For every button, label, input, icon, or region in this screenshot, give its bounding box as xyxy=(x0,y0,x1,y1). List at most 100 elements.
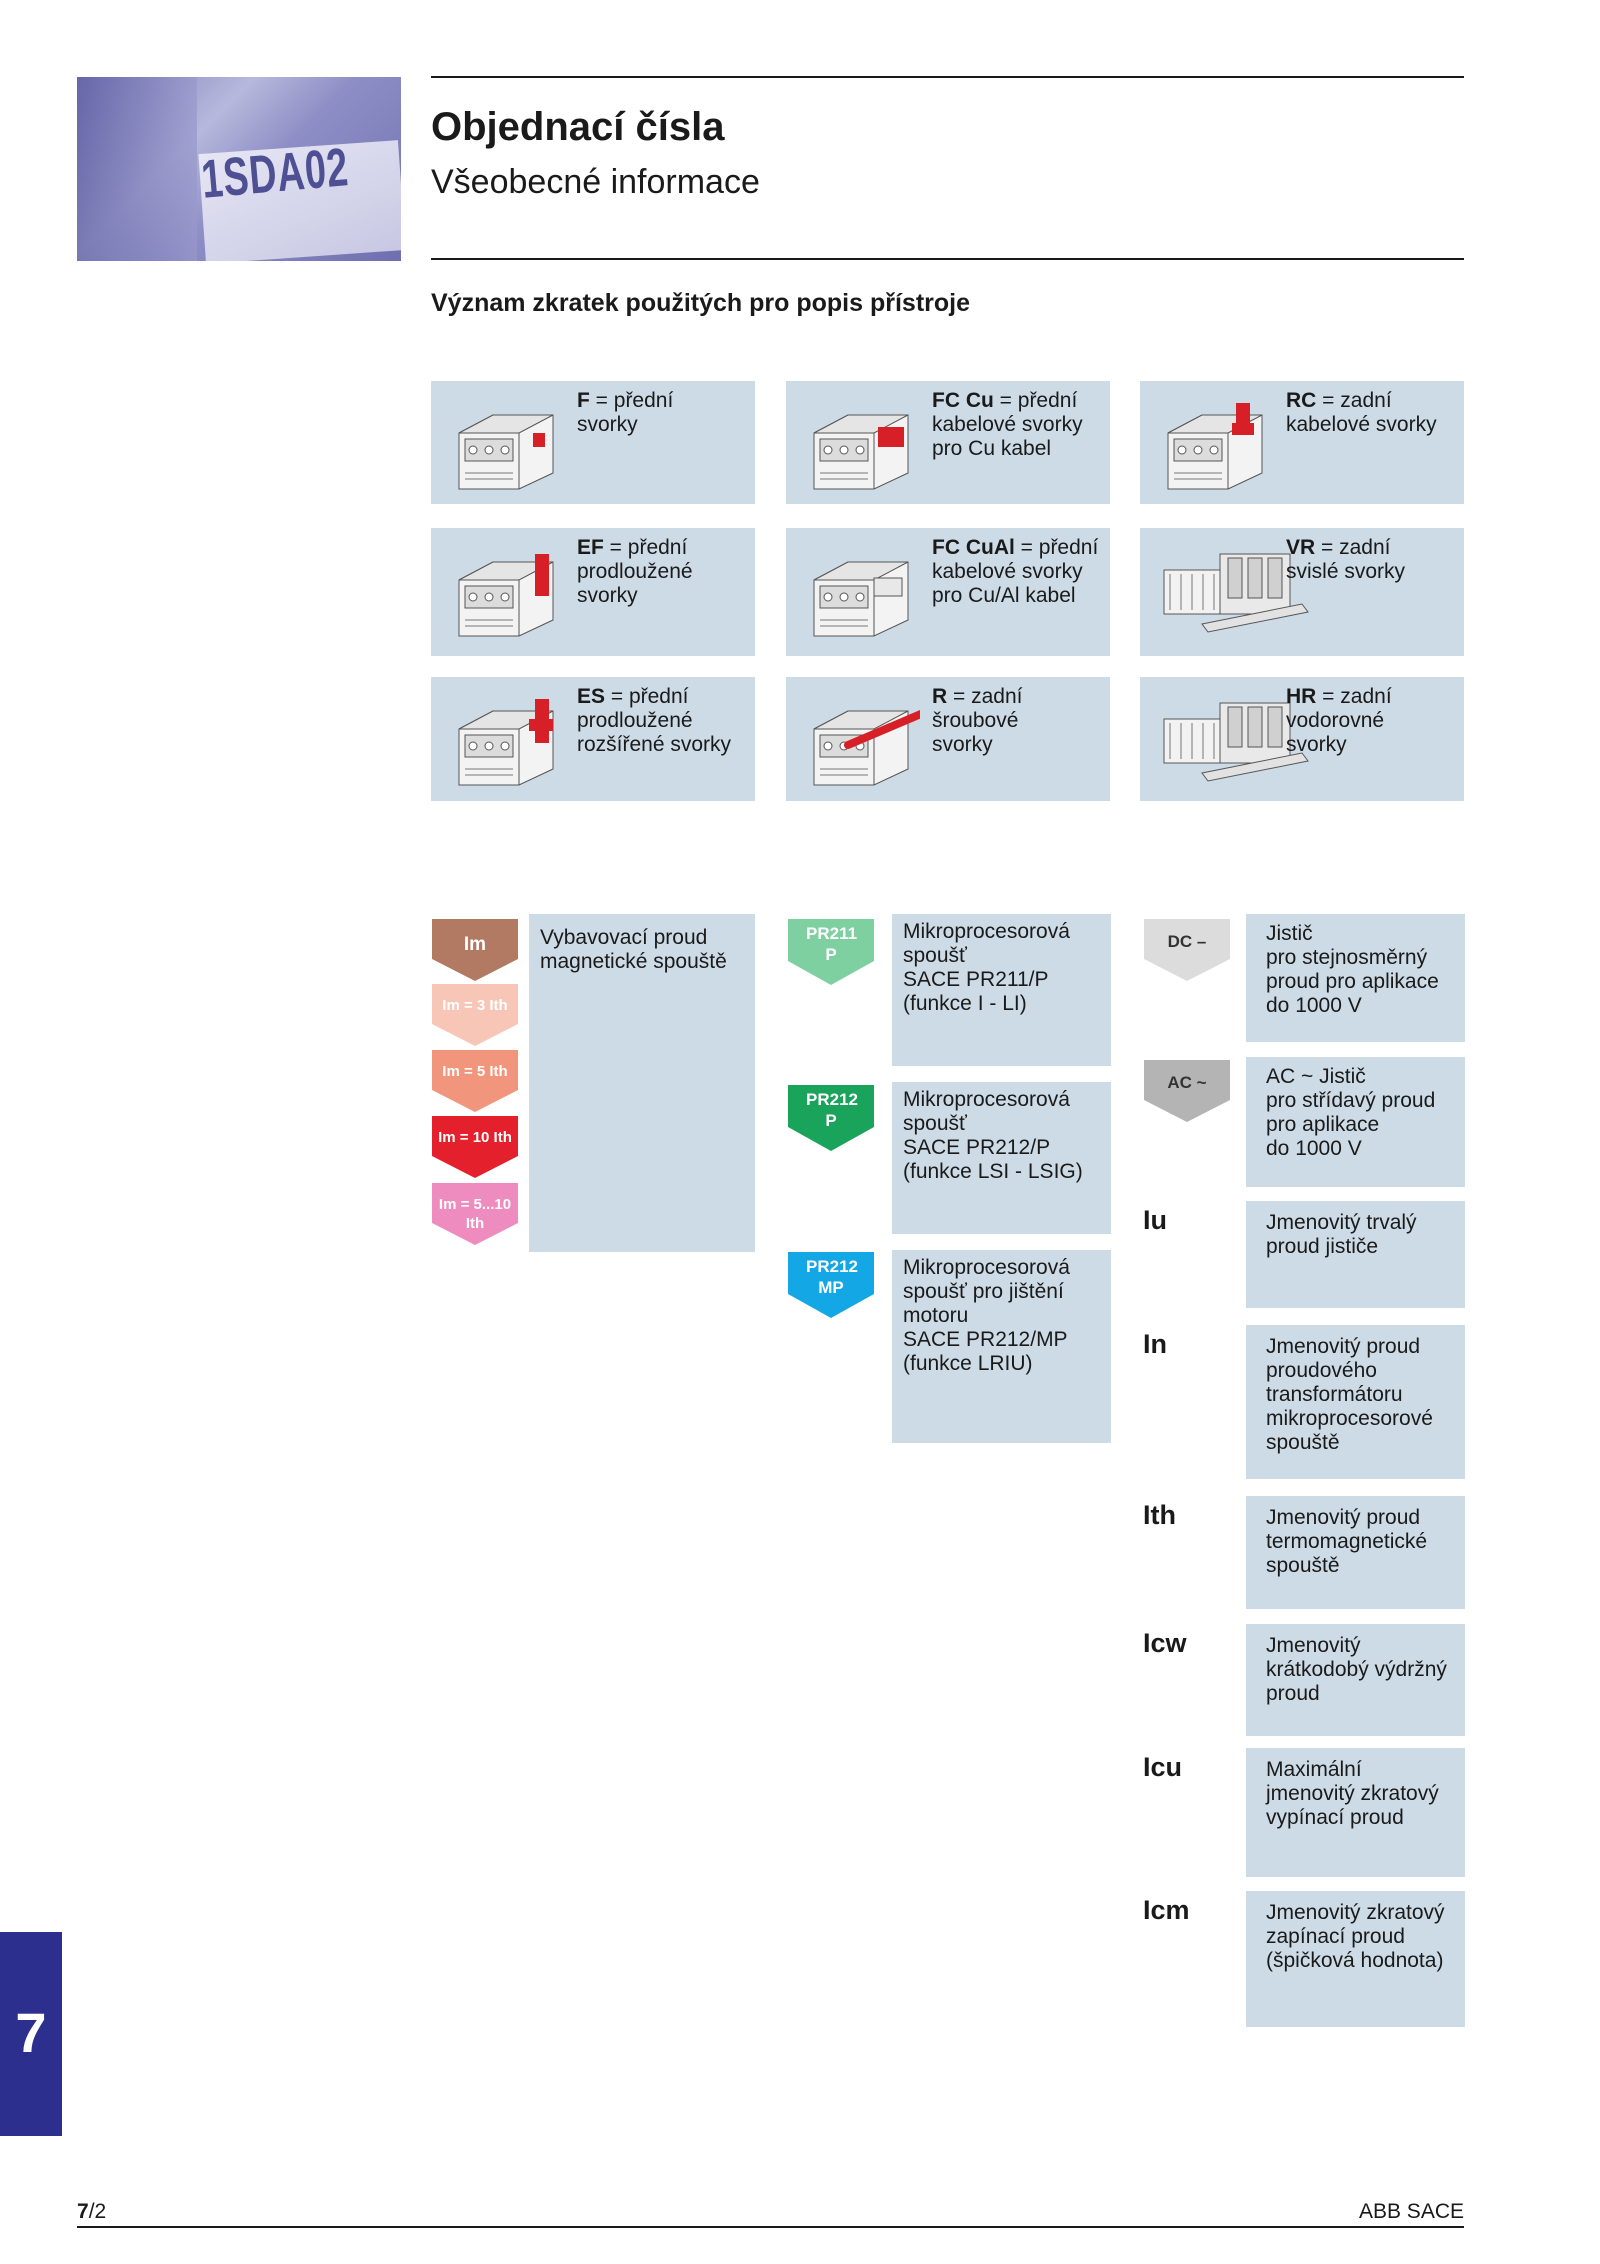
im-marker-label: Im xyxy=(463,934,487,955)
terminal-label: = zadní xyxy=(947,685,1023,708)
current-type-line: Jistič xyxy=(1266,922,1313,945)
im-marker-shape xyxy=(432,1116,518,1178)
terminal-label: = přední xyxy=(603,536,688,559)
current-type-line: pro stejnosměrný xyxy=(1266,946,1428,969)
terminal-label: svorky xyxy=(1286,733,1347,756)
section-heading: Význam zkratek použitých pro popis příst… xyxy=(431,289,971,317)
current-type-marker-shape xyxy=(1144,1060,1230,1122)
terminal-label: šroubové xyxy=(932,709,1019,732)
pr-description-line: SACE PR211/P xyxy=(903,968,1049,991)
terminal-code: FC CuAl xyxy=(932,536,1015,559)
terminal-code: FC Cu xyxy=(932,389,994,412)
rating-description-line: proudového xyxy=(1266,1359,1377,1382)
terminal-label: svislé svorky xyxy=(1286,560,1406,583)
terminal-code: VR xyxy=(1286,536,1316,559)
pr-description-line: Mikroprocesorová xyxy=(903,920,1070,943)
brand-label: ABB SACE xyxy=(1358,2200,1464,2223)
breaker-terminal-icon xyxy=(453,393,565,493)
pr-marker: PR212 P xyxy=(788,1085,874,1151)
im-marker-label: Im = 3 Ith xyxy=(442,997,508,1014)
im-marker-shape xyxy=(432,1183,518,1245)
im-marker-shape xyxy=(432,1050,518,1112)
im-marker: Im = 5...10 Ith xyxy=(432,1183,518,1245)
im-description: Vybavovací proud magnetické spouště xyxy=(529,914,755,1252)
rating-description-line: Jmenovitý proud xyxy=(1266,1506,1421,1529)
rating-code: Icw xyxy=(1143,1628,1187,1658)
pr-description-line: (funkce LRIU) xyxy=(903,1352,1033,1375)
terminal-label: = zadní xyxy=(1316,389,1392,412)
breaker-terminal-icon xyxy=(808,393,920,493)
breaker-terminal-icon xyxy=(1162,689,1309,789)
current-type-marker: DC – xyxy=(1144,919,1230,981)
rating-description-line: termomagnetické xyxy=(1266,1530,1428,1553)
rating-description-line: spouště xyxy=(1266,1554,1340,1577)
terminal-code: F xyxy=(577,389,590,412)
im-marker: Im = 3 Ith xyxy=(432,984,518,1046)
footer-rule xyxy=(77,2226,1464,2228)
terminal-label: = zadní xyxy=(1316,685,1392,708)
pr-marker: PR212 MP xyxy=(788,1252,874,1318)
current-type-marker-label: AC ~ xyxy=(1167,1073,1207,1092)
pr-description-line: Mikroprocesorová xyxy=(903,1088,1070,1111)
terminal-code: ES xyxy=(577,685,606,708)
breaker-terminal-icon xyxy=(453,689,565,789)
terminal-label: svorky xyxy=(577,584,638,607)
rating-description-line: krátkodobý výdržný xyxy=(1266,1658,1447,1681)
page-subtitle: Všeobecné informace xyxy=(431,163,760,201)
terminal-label: vodorovné xyxy=(1286,709,1385,732)
breaker-terminal-icon xyxy=(453,540,565,640)
rating-description-line: proud jističe xyxy=(1266,1235,1379,1258)
terminal-label: pro Cu/Al kabel xyxy=(932,584,1076,607)
pr-marker: PR211 P xyxy=(788,919,874,985)
im-marker: Im xyxy=(432,919,518,981)
rating-description-line: spouště xyxy=(1266,1431,1340,1454)
pr-description-line: motoru xyxy=(903,1304,969,1327)
pr-marker-shape xyxy=(788,919,874,985)
terminal-code: RC xyxy=(1286,389,1317,412)
rating-description-line: vypínací proud xyxy=(1266,1806,1404,1829)
current-type-line: do 1000 V xyxy=(1266,1137,1362,1160)
im-marker-label: Im = 5...10 Ith xyxy=(438,1196,512,1232)
pr-marker-label: PR212 P xyxy=(806,1090,858,1130)
terminal-label: = přední xyxy=(605,685,689,708)
pr-description-line: spoušť pro jištění xyxy=(903,1280,1064,1303)
page-number: 7/2 xyxy=(77,2200,107,2223)
rating-code: Ith xyxy=(1143,1500,1176,1530)
rating-code: Iu xyxy=(1143,1205,1167,1235)
current-type-line: pro aplikace xyxy=(1266,1113,1380,1136)
current-type-line: proud pro aplikace xyxy=(1266,970,1439,993)
terminal-label: = přední xyxy=(589,389,674,412)
terminal-label: = přední xyxy=(1014,536,1099,559)
pr-marker-label: PR211 P xyxy=(806,924,858,964)
terminal-label: prodloužené xyxy=(577,560,693,583)
chapter-tab: 7 xyxy=(0,1932,62,2136)
pr-marker-shape xyxy=(788,1252,874,1318)
rating-description-line: Maximální xyxy=(1266,1758,1362,1781)
rating-code: Icm xyxy=(1143,1895,1190,1925)
breaker-terminal-icon xyxy=(1162,393,1274,493)
breaker-terminal-icon xyxy=(808,540,920,640)
im-marker: Im = 10 Ith xyxy=(432,1116,518,1178)
terminal-label: rozšířené svorky xyxy=(577,733,732,756)
pr-description-line: spoušť xyxy=(903,1112,967,1135)
pr-description-line: spoušť xyxy=(903,944,967,967)
terminal-label: svorky xyxy=(932,733,993,756)
current-type-marker-label: DC – xyxy=(1167,932,1207,951)
rating-description-line: Jmenovitý xyxy=(1266,1634,1361,1657)
header-photo: 1SDA02 xyxy=(77,77,401,261)
